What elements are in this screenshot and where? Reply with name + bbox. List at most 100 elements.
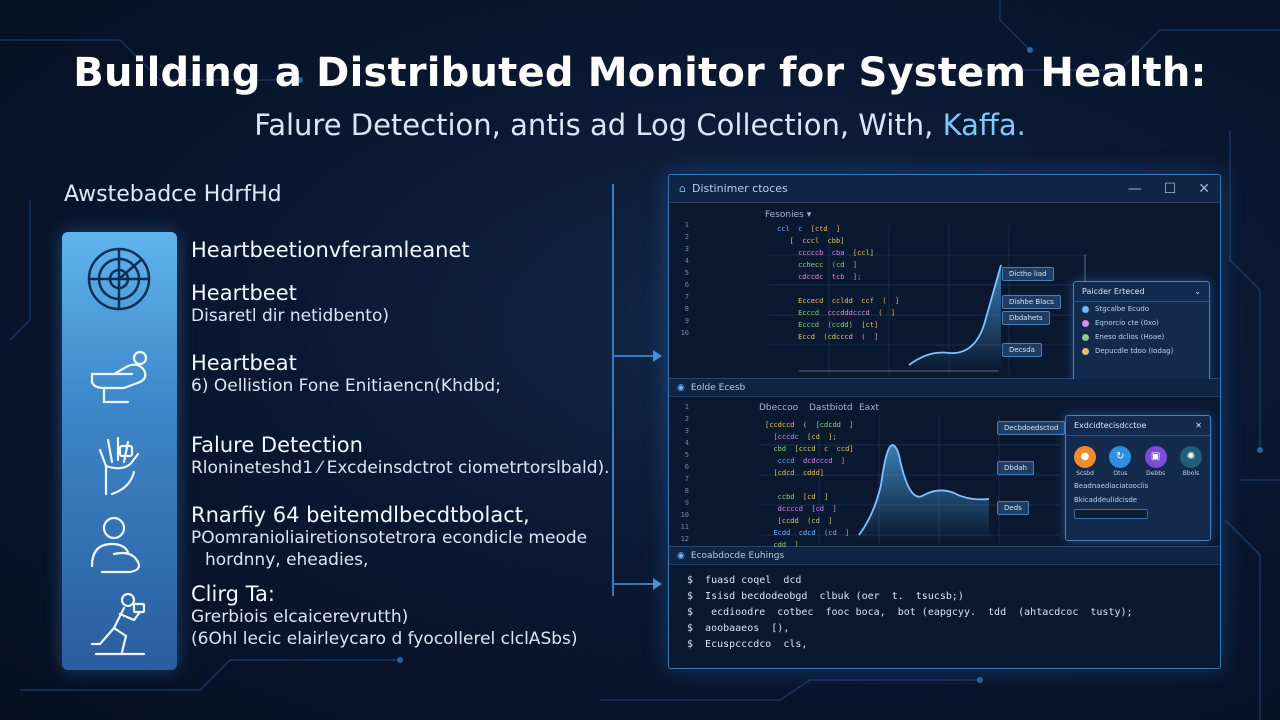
feature-title: Falure Detection (191, 433, 363, 457)
line-number: 6 (684, 281, 689, 289)
terminal-line: $ fuasd coqel dcd (687, 575, 802, 586)
panel-row: Bkicaddeulidcisde (1074, 495, 1138, 504)
feature-item: Heartbeat 6) Oellistion Fone Enitiaencn(… (191, 351, 501, 397)
window-titlebar[interactable]: ⌂ Distinimer ctoces — ☐ ✕ (669, 175, 1220, 203)
feature-title: Heartbeetionvferamleanet (191, 238, 470, 262)
graph-node[interactable]: Decsda (1002, 343, 1042, 357)
tab-dbeccoo[interactable]: Dbeccoo (759, 403, 799, 413)
line-number: 6 (684, 463, 689, 471)
line-number: 10 (680, 511, 689, 519)
panel-row: Beadnaediaciatooclis (1074, 481, 1149, 490)
graph-node[interactable]: Dictho liad (1002, 267, 1054, 281)
feature-desc: (6Ohl lecic elairleycaro d fyocollerel c… (191, 629, 578, 649)
detection-panel: Exdcidtecisdcctoe ✕ ● Scsbd ↻ Otus ▣ Deb… (1065, 415, 1211, 541)
pane-title: Ecoabdocde Euhings (690, 550, 785, 561)
page-subtitle: Falure Detection, antis ad Log Collectio… (0, 108, 1280, 142)
tab-eaxt[interactable]: Eaxt (859, 403, 880, 413)
chat-icon: ▣ (1144, 445, 1167, 468)
line-number: 1 (684, 403, 689, 411)
tab-dastbiotd[interactable]: Dastbiotd (809, 403, 853, 413)
status-dot (1082, 319, 1089, 327)
line-number: 3 (684, 245, 689, 253)
line-number: 8 (684, 305, 689, 313)
detection-chart (759, 415, 1059, 545)
metrics-pane: Fesonies ▾ 1 2 3 4 5 6 7 8 9 10 (669, 203, 1220, 381)
feature-desc: Grerbiois elcaicerevrutth) (191, 607, 409, 627)
connector-arrow (614, 578, 662, 590)
line-number: 9 (684, 499, 689, 507)
tab-fesonies[interactable]: Fesonies ▾ (765, 210, 812, 220)
line-number: 12 (680, 535, 689, 543)
feature-title: Rnarfiy 64 beitemdlbecdtbolact, (191, 503, 530, 527)
minimize-button[interactable]: — (1127, 180, 1142, 197)
terminal-line: $ Ecuspcccdco cls, (687, 639, 808, 650)
subtitle-accent: Kaffa. (942, 108, 1026, 142)
line-number: 10 (680, 329, 689, 337)
feature-item: Falure Detection Rlonineteshd1 ⁄ Excdein… (191, 433, 610, 479)
metrics-chart (769, 225, 1089, 375)
panel-row[interactable]: Eneso dclios (Hoae) (1074, 330, 1209, 344)
app-tile[interactable]: ✺ Bbols (1179, 444, 1202, 477)
maximize-button[interactable]: ☐ (1163, 180, 1177, 197)
panel-row[interactable]: Eqnorcio cte (0xo) (1074, 316, 1209, 330)
detection-pane: ◉ Eolde Ecesb Dbeccoo Dastbiotd Eaxt 1 2… (669, 379, 1220, 549)
status-dot (1082, 347, 1089, 355)
icon-column (62, 232, 177, 670)
feature-item: Clirg Ta: Grerbiois elcaicerevrutth) (6O… (191, 582, 578, 650)
close-icon[interactable]: ✕ (1195, 421, 1202, 430)
code-block: [ccdccd ( [cdcdd ] [cccdc [cd ]; cbd [cc… (765, 421, 854, 549)
chevron-down-icon[interactable]: ⌄ (1194, 287, 1201, 296)
search-input[interactable] (1074, 508, 1148, 519)
panel-title: Exdcidtecisdcctoe (1074, 421, 1147, 430)
events-panel: Paicder Erteced ⌄ Stgcalbe Ecudo Eqnorci… (1073, 281, 1210, 381)
terminal-line: $ aoobaaeos [), (687, 623, 790, 634)
app-tile[interactable]: ↻ Otus (1109, 444, 1132, 477)
line-gutter: 1 2 3 4 5 6 7 8 9 10 11 12 (669, 401, 695, 545)
panel-row[interactable]: Depucdle tdoo (Iodag) (1074, 344, 1209, 358)
monitor-window: ⌂ Distinimer ctoces — ☐ ✕ Fesonies ▾ 1 2… (668, 174, 1221, 669)
feature-desc: 6) Oellistion Fone Enitiaencn(Khdbd; (191, 376, 501, 396)
app-tile[interactable]: ● Scsbd (1074, 444, 1096, 477)
graph-node[interactable]: Dishbe Blacs (1002, 295, 1061, 309)
feature-item: Heartbeet Disaretl dir netidbento) (191, 281, 389, 327)
line-number: 11 (680, 523, 689, 531)
refresh-icon: ↻ (1109, 445, 1132, 468)
graph-node[interactable]: Dbdahets (1002, 311, 1050, 325)
app-icon-row: ● Scsbd ↻ Otus ▣ Debbs ✺ Bbols (1066, 436, 1210, 479)
graph-node[interactable]: Deds (997, 501, 1029, 515)
line-number: 7 (684, 475, 689, 483)
page-title: Building a Distributed Monitor for Syste… (73, 50, 1207, 96)
feature-desc: hordnny, eheadies, (205, 550, 369, 570)
app-tile[interactable]: ▣ Debbs (1144, 444, 1167, 477)
code-block: ccl c [ctd ] [ cccl cbb] cccccb cba [ccl… (777, 225, 900, 341)
panel-row[interactable]: Stgcalbe Ecudo (1074, 302, 1209, 316)
feature-item: Heartbeetionvferamleanet (191, 238, 470, 262)
subtitle-main: Falure Detection, antis ad Log Collectio… (254, 108, 934, 142)
globe-icon: ✺ (1179, 445, 1202, 468)
line-number: 2 (684, 233, 689, 241)
pane-title: Eolde Ecesb (690, 382, 746, 393)
app-icon: ⌂ (679, 182, 686, 195)
pane-header: ◉ Ecoabdocde Euhings (669, 547, 1220, 565)
section-heading: Awstebadce HdrfHd (64, 182, 282, 207)
tab-label: Fesonies (765, 210, 804, 220)
pane-header: ◉ Eolde Ecesb (669, 379, 1220, 397)
person-icon (90, 516, 141, 574)
line-number: 7 (684, 293, 689, 301)
status-dot (1082, 333, 1089, 341)
connector-arrow (614, 350, 662, 362)
terminal-line: $ ecdioodre cotbec fooc boca, bot (eapgc… (687, 607, 1133, 618)
feature-item: Rnarfiy 64 beitemdlbecdtbolact, POomrani… (191, 503, 587, 571)
terminal-line: $ Isisd becdodeobgd clbuk (oer t. tsucsb… (687, 591, 964, 602)
feature-title: Heartbeet (191, 281, 297, 305)
line-number: 5 (684, 269, 689, 277)
feature-desc: Rlonineteshd1 ⁄ Excdeinsdctrot ciometrto… (191, 458, 610, 478)
alert-icon: ● (1074, 445, 1096, 468)
line-number: 2 (684, 415, 689, 423)
line-number: 9 (684, 317, 689, 325)
graph-node[interactable]: Dbdah (997, 461, 1035, 475)
raised-hand-icon (98, 436, 140, 496)
close-button[interactable]: ✕ (1198, 180, 1210, 197)
graph-node[interactable]: Decbdoedsctod (997, 421, 1066, 435)
feature-desc: POomranioliairetionsotetrora econdicle m… (191, 528, 588, 548)
